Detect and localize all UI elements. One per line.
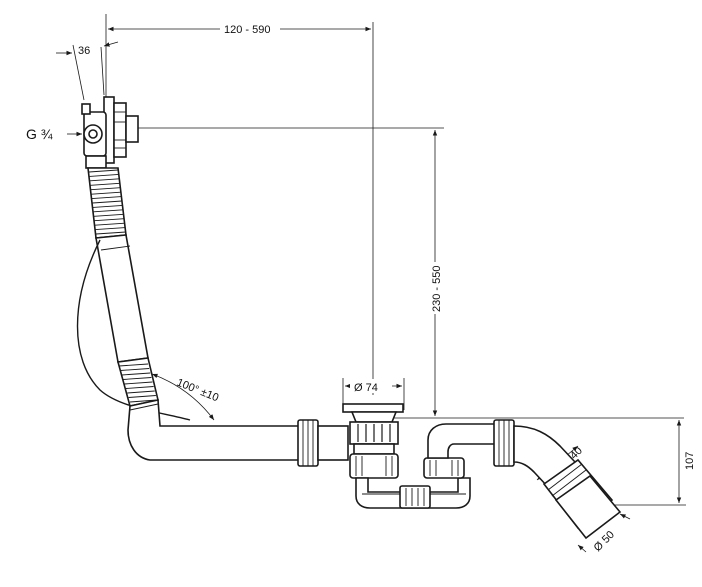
hose-ridge xyxy=(128,395,156,398)
hose-ridge xyxy=(92,204,123,208)
dim-drain-diameter: Ø 74 xyxy=(354,382,378,394)
dim-horizontal-offset: 120 - 590 xyxy=(224,24,270,36)
connection-pipe xyxy=(127,399,301,461)
dim-pipe-diameter: Ø 50 xyxy=(592,529,617,554)
hose-ridge xyxy=(124,381,153,385)
hose-ridge xyxy=(92,200,123,204)
hose-ridge xyxy=(90,182,120,186)
corrugated-hose-lower xyxy=(116,357,159,407)
hose-ridge xyxy=(89,173,119,177)
hose-ridge xyxy=(121,372,151,376)
hose-ridge xyxy=(94,218,125,222)
hose-ridge xyxy=(89,178,120,182)
dimension-labels: 120 - 590 36 G ¾ 230 - 550 Ø 74 100° ±10… xyxy=(26,21,696,554)
hose-ridge xyxy=(95,231,127,235)
siphon-trap xyxy=(355,477,471,509)
hose-ridge xyxy=(88,169,119,173)
hose-ridge xyxy=(93,213,124,217)
hose-ridge xyxy=(118,363,149,367)
hose-ridge xyxy=(91,191,121,195)
dim-vertical-height: 230 - 550 xyxy=(431,266,443,312)
dim-thread: G ¾ xyxy=(26,126,53,142)
hose-ridge xyxy=(129,399,158,403)
dim-trap-height: 107 xyxy=(684,452,696,470)
drain-valve xyxy=(342,403,404,479)
coupling-nut-right xyxy=(493,419,515,467)
hose-ridge xyxy=(91,196,122,200)
dim-flange-width: 36 xyxy=(78,45,90,57)
outlet-sleeve xyxy=(542,458,622,540)
hose-ridge xyxy=(90,187,121,191)
hose-ridge xyxy=(120,368,150,371)
hose-ridge xyxy=(95,227,126,231)
hose-ridge xyxy=(94,222,125,226)
hose-ridge xyxy=(125,386,154,389)
overflow-head xyxy=(81,96,139,169)
dim-angle: 100° ±10 xyxy=(175,377,220,405)
hose-ridge xyxy=(123,377,152,380)
coupling-nut-left xyxy=(297,419,349,467)
trap-riser xyxy=(423,423,497,479)
corrugated-hose-upper xyxy=(87,167,127,239)
overflow-pipe xyxy=(95,234,149,363)
hose-ridge xyxy=(93,209,124,213)
hose-ridge xyxy=(127,390,155,394)
